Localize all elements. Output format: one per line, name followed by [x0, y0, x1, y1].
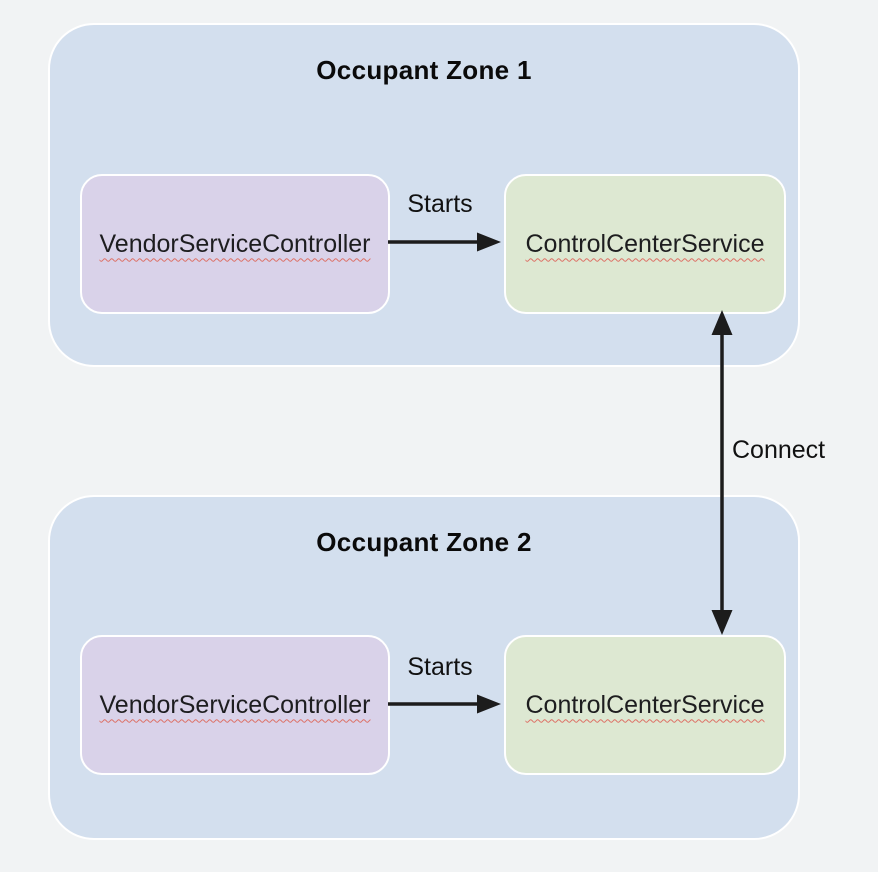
node-vendor-service-controller-zone1: VendorServiceController	[80, 174, 390, 314]
node-label: ControlCenterService	[525, 690, 765, 719]
node-control-center-service-zone2: ControlCenterService	[504, 635, 786, 775]
occupant-zone-1-title: Occupant Zone 1	[316, 55, 532, 85]
node-vendor-service-controller-zone2: VendorServiceController	[80, 635, 390, 775]
node-label: ControlCenterService	[525, 229, 765, 258]
node-control-center-service-zone1: ControlCenterService	[504, 174, 786, 314]
starts-label-zone1: Starts	[407, 190, 473, 218]
node-label: VendorServiceController	[99, 690, 371, 719]
occupant-zone-2: Occupant Zone 2 VendorServiceController …	[48, 495, 800, 840]
occupant-zone-2-title: Occupant Zone 2	[316, 527, 532, 557]
starts-label-zone2: Starts	[407, 653, 473, 681]
node-label: VendorServiceController	[99, 229, 371, 258]
connect-label: Connect	[732, 436, 826, 464]
occupant-zone-1: Occupant Zone 1 VendorServiceController …	[48, 23, 800, 367]
